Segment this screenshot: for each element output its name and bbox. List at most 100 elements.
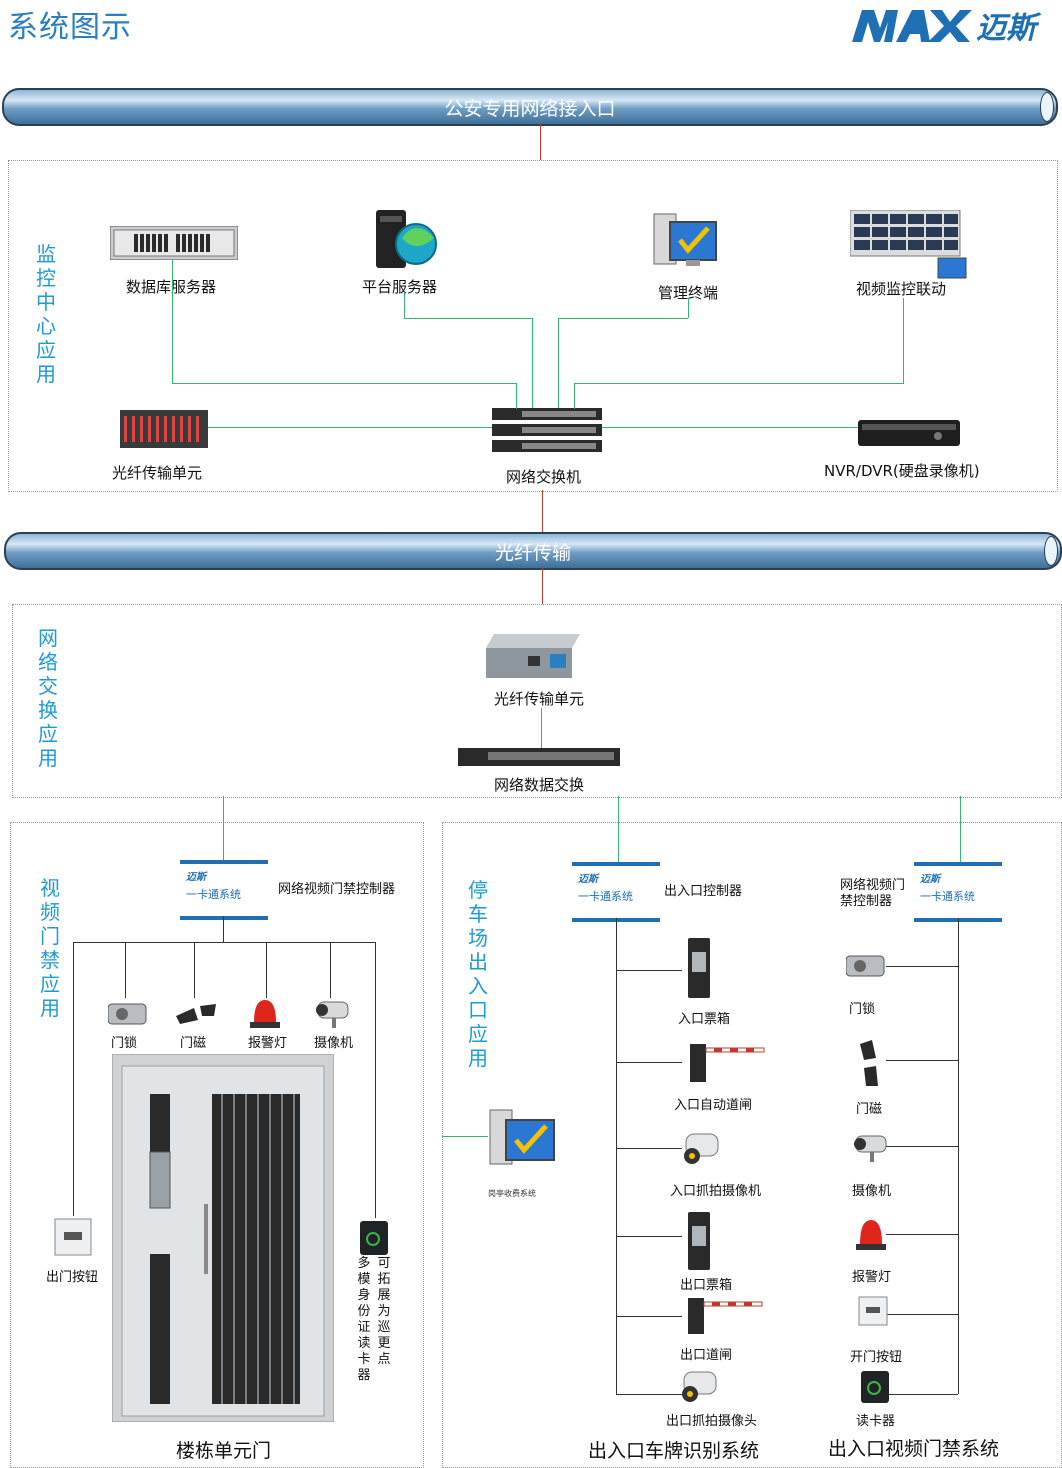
connector-line — [558, 318, 688, 319]
connector-line — [73, 942, 74, 1216]
door-lock-icon — [107, 1000, 148, 1028]
connector-line — [886, 1146, 958, 1147]
section-label-network: 网络交换应用 — [38, 626, 58, 770]
connector-line — [616, 970, 682, 971]
fiber-rack-icon — [120, 406, 208, 450]
controller-system: 一卡通系统 — [186, 888, 241, 901]
section-label-parking: 停车场出入口应用 — [468, 878, 488, 1070]
db-server-label: 数据库服务器 — [126, 278, 217, 296]
connector-line — [616, 1236, 682, 1237]
connector-line — [903, 298, 904, 384]
door-lock-label: 门锁 — [111, 1036, 138, 1051]
connector-line — [618, 796, 619, 862]
rack-server-icon — [109, 225, 239, 261]
card-reader-icon — [358, 1220, 390, 1256]
connector-line — [404, 318, 532, 319]
fiber-converter-icon — [484, 634, 580, 684]
exit-camera-label: 出口抓拍摄像头 — [666, 1414, 758, 1429]
access-controller-box: 迈斯 一卡通系统 — [180, 860, 268, 920]
barrier-gate-icon — [690, 1040, 766, 1084]
open-button-icon — [858, 1296, 888, 1326]
network-switch-label: 网络交换机 — [506, 468, 582, 486]
access-controller-label: 网络视频门禁控制器 — [278, 882, 396, 897]
brand-logo: 迈斯 — [852, 6, 1052, 46]
alarm-light-label: 报警灯 — [248, 1036, 288, 1051]
door-caption: 楼栋单元门 — [176, 1440, 272, 1462]
connector-line — [616, 1062, 682, 1063]
connector-line — [574, 383, 904, 384]
controller-brand: 迈斯 — [186, 872, 206, 883]
door-magnet-label: 门磁 — [180, 1036, 207, 1051]
switch-stack-icon — [492, 408, 602, 454]
gate-controller-label-1: 网络视频门 — [840, 878, 906, 893]
connector-line — [404, 292, 405, 318]
connector-line — [542, 490, 543, 532]
camera-icon — [850, 1130, 890, 1166]
parking-controller-label: 出入口控制器 — [664, 884, 743, 899]
exit-ticket-label: 出口票箱 — [680, 1278, 733, 1293]
connector-line — [125, 942, 126, 998]
connector-line — [442, 1136, 488, 1137]
exit-button-icon — [54, 1218, 92, 1256]
pipe-police-network: 公安专用网络接入口 — [2, 88, 1058, 126]
server-tower-icon — [372, 208, 440, 270]
connector-line — [194, 942, 195, 998]
connector-line — [616, 1316, 682, 1317]
connector-line — [886, 966, 958, 967]
connector-line — [223, 916, 224, 942]
connector-line — [172, 383, 516, 384]
connector-line — [616, 1394, 682, 1395]
connector-line — [540, 124, 541, 160]
video-link-label: 视频监控联动 — [856, 280, 947, 298]
parking-caption: 出入口车牌识别系统 — [588, 1440, 760, 1462]
entry-gate-label: 入口自动道闸 — [674, 1098, 753, 1113]
alarm-light-icon — [248, 998, 282, 1030]
connector-line — [886, 1234, 958, 1235]
door-magnet-icon — [856, 1038, 882, 1090]
connector-line — [886, 1314, 958, 1315]
connector-line — [223, 796, 224, 860]
open-button-label: 开门按钮 — [850, 1350, 903, 1365]
connector-line — [574, 383, 575, 409]
connector-line — [208, 427, 492, 428]
gate-alarm-light-label: 报警灯 — [852, 1270, 892, 1285]
gate-caption: 出入口视频门禁系统 — [828, 1438, 1000, 1460]
connector-line — [516, 383, 517, 409]
connector-line — [616, 1148, 682, 1149]
gate-controller-box: 迈斯 一卡通系统 — [914, 862, 1002, 922]
card-reader-icon — [860, 1370, 890, 1404]
connector-line — [616, 918, 617, 1394]
barrier-gate-icon — [688, 1296, 764, 1336]
data-switch-icon — [458, 748, 620, 768]
gate-camera-label: 摄像机 — [852, 1184, 892, 1199]
video-wall-icon — [849, 209, 968, 280]
connector-line — [330, 942, 331, 998]
alarm-light-icon — [854, 1218, 888, 1252]
controller-brand: 迈斯 — [920, 874, 940, 885]
pipe-label: 光纤传输 — [494, 541, 571, 564]
connector-line — [532, 318, 533, 408]
controller-system: 一卡通系统 — [920, 890, 975, 903]
connector-line — [958, 918, 959, 1394]
connector-line — [266, 942, 267, 998]
capture-camera-icon — [678, 1130, 720, 1170]
door-magnet-icon — [174, 1002, 220, 1026]
page-title: 系统图示 — [8, 10, 132, 45]
controller-brand: 迈斯 — [578, 874, 598, 885]
entry-camera-label: 入口抓拍摄像机 — [670, 1184, 762, 1199]
camera-label: 摄像机 — [314, 1036, 354, 1051]
door-lock-icon — [845, 952, 886, 980]
section-label-monitor: 监控中心应用 — [36, 242, 56, 386]
ticket-box-icon — [686, 1212, 712, 1272]
pipe-label: 公安专用网络接入口 — [444, 97, 616, 120]
connector-line — [688, 298, 689, 318]
building-door-icon — [111, 1053, 335, 1423]
connector-line — [172, 260, 173, 384]
platform-server-label: 平台服务器 — [362, 278, 438, 296]
network-fiber-unit-label: 光纤传输单元 — [494, 690, 585, 708]
connector-line — [886, 1394, 958, 1395]
capture-camera-icon — [676, 1370, 718, 1408]
connector-line — [73, 942, 375, 943]
gate-door-magnet-label: 门磁 — [856, 1102, 883, 1117]
connector-line — [602, 427, 858, 428]
